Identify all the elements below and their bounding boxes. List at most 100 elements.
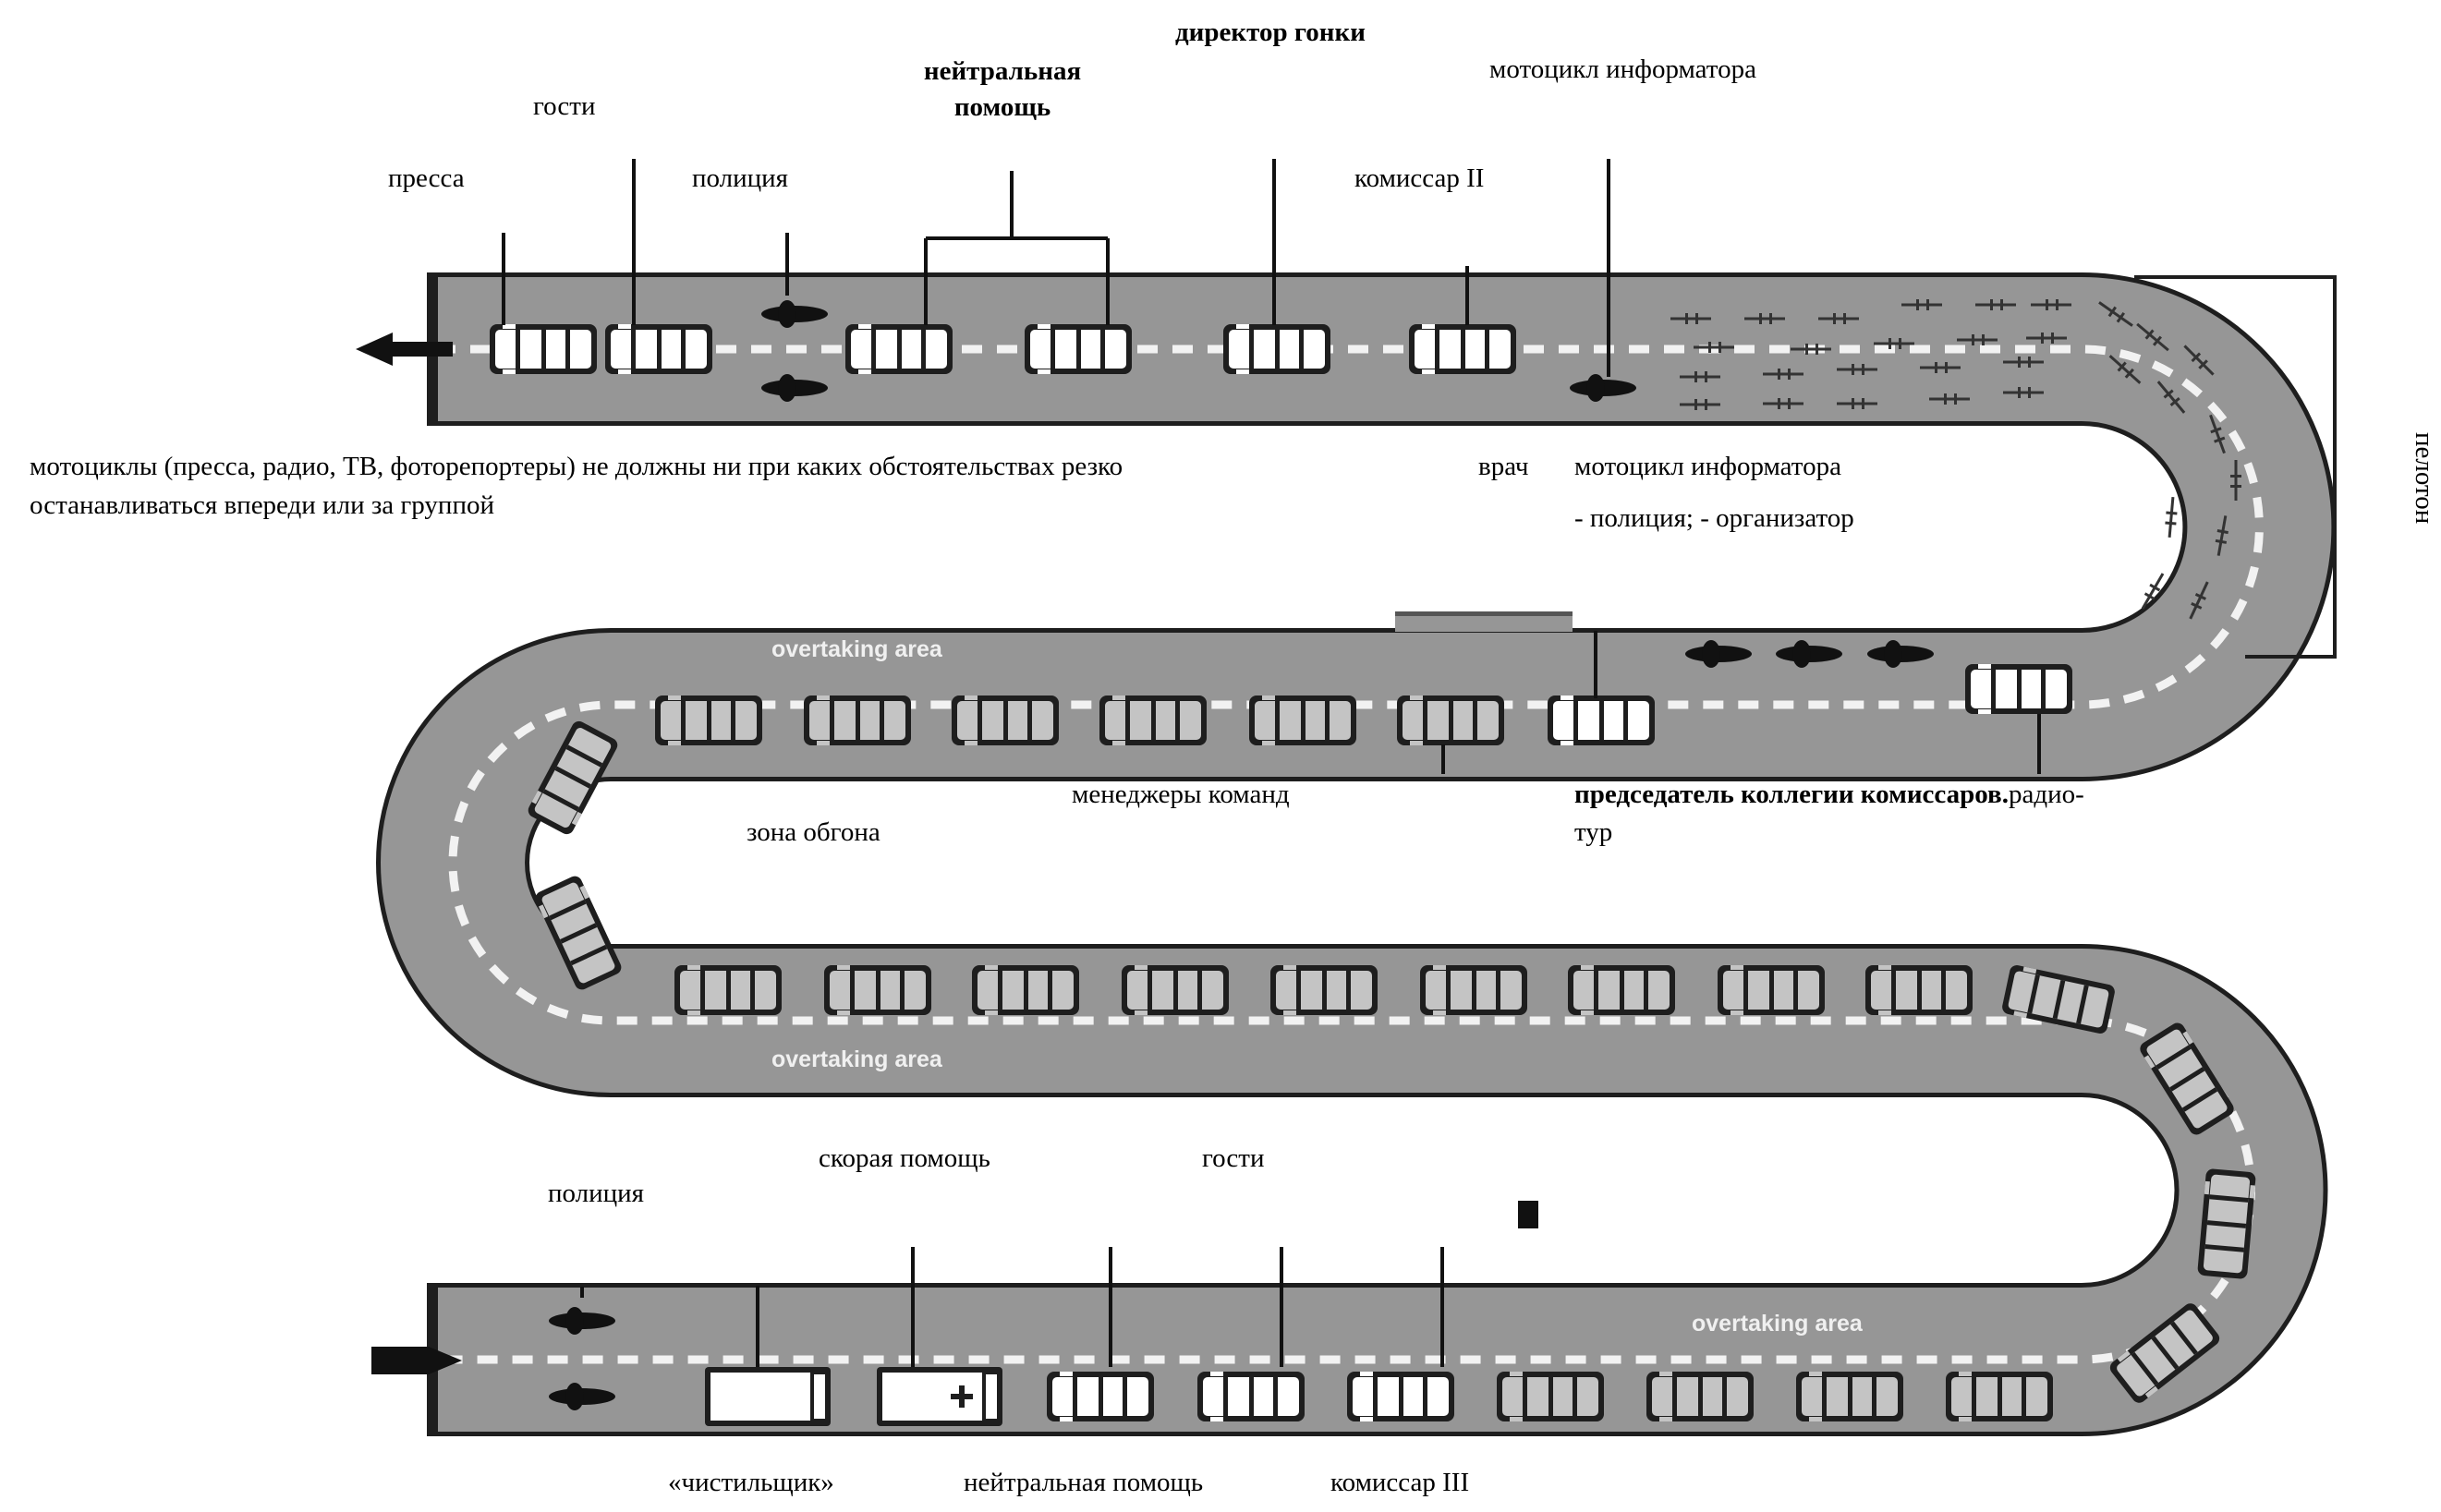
vehicle-bottom-2 <box>1347 1372 1454 1421</box>
peloton-bracket <box>2134 275 2337 659</box>
label-jury-president: председатель коллегии комиссаров.радио- <box>1574 779 2084 811</box>
label-police-bottom: полиция <box>548 1179 645 1208</box>
jury-president-text: председатель коллегии комиссаров. <box>1574 780 2009 809</box>
rider <box>2031 299 2071 310</box>
label-info-moto-mid: мотоцикл информатора <box>1574 452 1841 481</box>
rider <box>1837 398 1877 409</box>
vehicle-top-5 <box>1409 324 1516 374</box>
team-car-3 <box>1099 696 1207 745</box>
label-commissaire-3: комиссар III <box>1330 1468 1470 1497</box>
rider <box>1975 299 2016 310</box>
label-peloton: пелотон <box>2410 432 2439 525</box>
rider <box>1837 364 1877 375</box>
rider <box>1874 338 1914 349</box>
team-car-bottom-3 <box>1946 1372 2053 1421</box>
team-car-lower-4 <box>1270 965 1378 1015</box>
label-police-organizer: - полиция; - организатор <box>1574 503 1854 533</box>
moto-3 <box>1867 640 1934 668</box>
rider <box>1901 299 1942 310</box>
vehicle-jury-president <box>1965 664 2072 714</box>
rider <box>2189 581 2209 620</box>
team-car-4 <box>1249 696 1356 745</box>
rider <box>1680 371 1720 382</box>
vehicle-top-2 <box>845 324 953 374</box>
vehicle-top-4 <box>1223 324 1330 374</box>
rider <box>2003 387 2044 398</box>
moto-1 <box>1685 640 1752 668</box>
rider <box>2141 573 2165 610</box>
rider <box>2183 345 2215 376</box>
rider <box>2026 333 2067 344</box>
team-car-bottom-2 <box>1796 1372 1903 1421</box>
label-neutral-assistance-bottom: нейтральная помощь <box>964 1468 1204 1497</box>
label-neutral-assistance: нейтральная помощь <box>923 56 1082 123</box>
police-moto-top-2 <box>761 374 828 402</box>
rider <box>1680 399 1720 410</box>
road-surface <box>381 277 2332 1432</box>
label-overtaking-zone: зона обгона <box>747 817 880 847</box>
team-car-1 <box>804 696 911 745</box>
radio-tour-text: радио- <box>2008 780 2084 809</box>
broom-wagon <box>705 1367 831 1426</box>
team-car-5 <box>1397 696 1504 745</box>
team-car-lower-3 <box>1122 965 1229 1015</box>
rider <box>2108 355 2142 384</box>
rider <box>2003 357 2044 368</box>
rider <box>1744 313 1785 324</box>
team-car-curve-2 <box>535 876 622 990</box>
road-label-overtaking-2: overtaking area <box>771 1046 942 1072</box>
team-car-lower-8 <box>1865 965 1973 1015</box>
rider <box>2165 496 2178 538</box>
rider <box>2209 414 2226 454</box>
label-guests-top: гости <box>533 91 596 121</box>
team-car-lower-1 <box>824 965 931 1015</box>
lane-marking <box>435 345 2264 1364</box>
label-broom-wagon: «чистильщик» <box>668 1468 834 1497</box>
rider <box>2215 515 2228 556</box>
marker-square <box>1518 1201 1538 1228</box>
team-car-lower-curve-1 <box>2140 1022 2234 1135</box>
rider <box>1763 369 1803 380</box>
rider <box>1791 344 1831 355</box>
team-car-0 <box>655 696 762 745</box>
team-car-lower-5 <box>1420 965 1527 1015</box>
vehicle-top-3 <box>1025 324 1132 374</box>
label-moto-rule-1: мотоциклы (пресса, радио, ТВ, фоторепорт… <box>30 452 1123 481</box>
team-car-curve-1 <box>528 720 618 835</box>
team-car-lower-curve-3 <box>2109 1303 2220 1403</box>
direction-arrow-end <box>371 1347 462 1374</box>
label-doctor: врач <box>1478 452 1529 481</box>
team-car-bottom-0 <box>1497 1372 1604 1421</box>
road-label-overtaking-1: overtaking area <box>771 636 942 662</box>
police-moto-bottom-2 <box>549 1383 615 1410</box>
rider <box>2136 322 2169 352</box>
team-car-lower-curve-0 <box>2002 965 2115 1034</box>
label-moto-rule-2: останавливаться впереди или за группой <box>30 490 494 520</box>
vehicle-bottom-0 <box>1047 1372 1154 1421</box>
team-car-lower-2 <box>972 965 1079 1015</box>
vehicle-top-0 <box>490 324 597 374</box>
team-car-lower-curve-2 <box>2197 1168 2256 1279</box>
label-commissaire-2: комиссар II <box>1354 163 1485 193</box>
rider <box>1920 362 1961 373</box>
team-car-2 <box>952 696 1059 745</box>
moto-2 <box>1776 640 1842 668</box>
rider <box>1763 398 1803 409</box>
team-car-lower-6 <box>1568 965 1675 1015</box>
ambulance <box>877 1367 1002 1426</box>
road-label-overtaking-3: overtaking area <box>1692 1311 1863 1337</box>
rider <box>2230 460 2241 501</box>
rider <box>1694 342 1734 353</box>
police-moto-top-1 <box>761 300 828 328</box>
rider <box>2156 381 2186 414</box>
police-moto-bottom-1 <box>549 1307 615 1335</box>
vehicle-bottom-1 <box>1197 1372 1305 1421</box>
label-press: пресса <box>388 163 465 193</box>
direction-arrow-start <box>356 333 453 366</box>
label-radio-tour-2: тур <box>1574 817 1613 847</box>
team-car-lower-7 <box>1718 965 1825 1015</box>
label-guests-bottom: гости <box>1202 1143 1265 1173</box>
road <box>376 272 2337 1436</box>
rider <box>1670 313 1711 324</box>
